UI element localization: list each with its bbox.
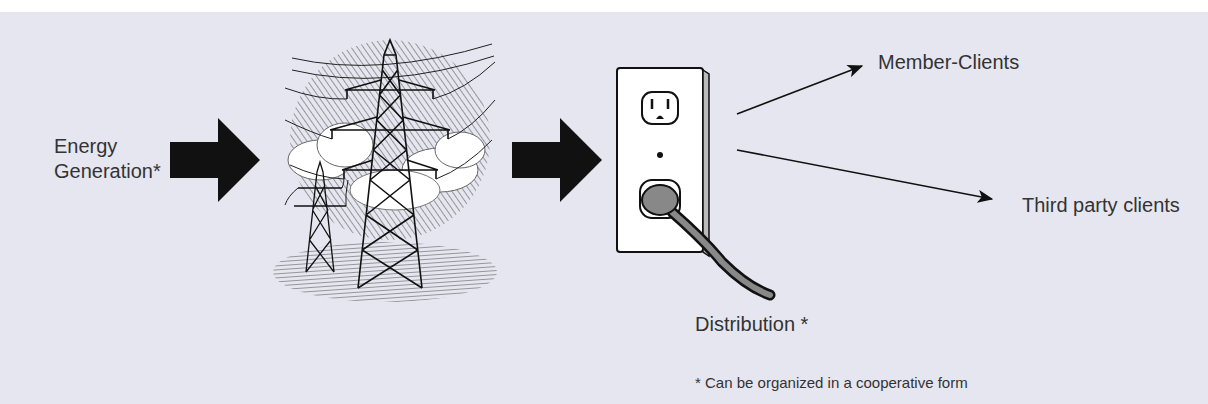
plate-screw: [657, 152, 663, 158]
flow-block-arrow: [512, 118, 602, 202]
client-label: Third party clients: [1022, 193, 1180, 217]
flow-arrow: [737, 66, 862, 114]
small-pylon: [294, 162, 346, 272]
transmission-illustration: [273, 40, 497, 302]
pylon-tower: [358, 40, 422, 288]
outlet-outline: [612, 62, 782, 302]
plug-cord: [672, 212, 770, 295]
flow-arrow: [737, 150, 992, 199]
client-label: Member-Clients: [878, 50, 1019, 74]
cloud: [350, 170, 440, 210]
plug-cord: [672, 212, 770, 295]
footnote: * Can be organized in a cooperative form: [695, 370, 1115, 395]
node-caption: Distribution *: [695, 312, 808, 336]
pylon-crossarm: [330, 80, 450, 179]
cloud: [435, 132, 485, 168]
socket: [642, 92, 678, 124]
stage-label: Energy Generation*: [54, 134, 179, 184]
client-node: Third party clients: [1022, 193, 1180, 217]
outlet-node: Distribution *: [612, 62, 822, 340]
socket-ground: [656, 116, 664, 120]
sky-hatching: [290, 40, 490, 240]
flow-block-arrow: [170, 118, 260, 202]
socket-slots: [652, 99, 668, 109]
outlet-plate-edge: [703, 70, 709, 256]
plug-head: [642, 185, 678, 215]
client-node: Member-Clients: [878, 50, 1019, 74]
